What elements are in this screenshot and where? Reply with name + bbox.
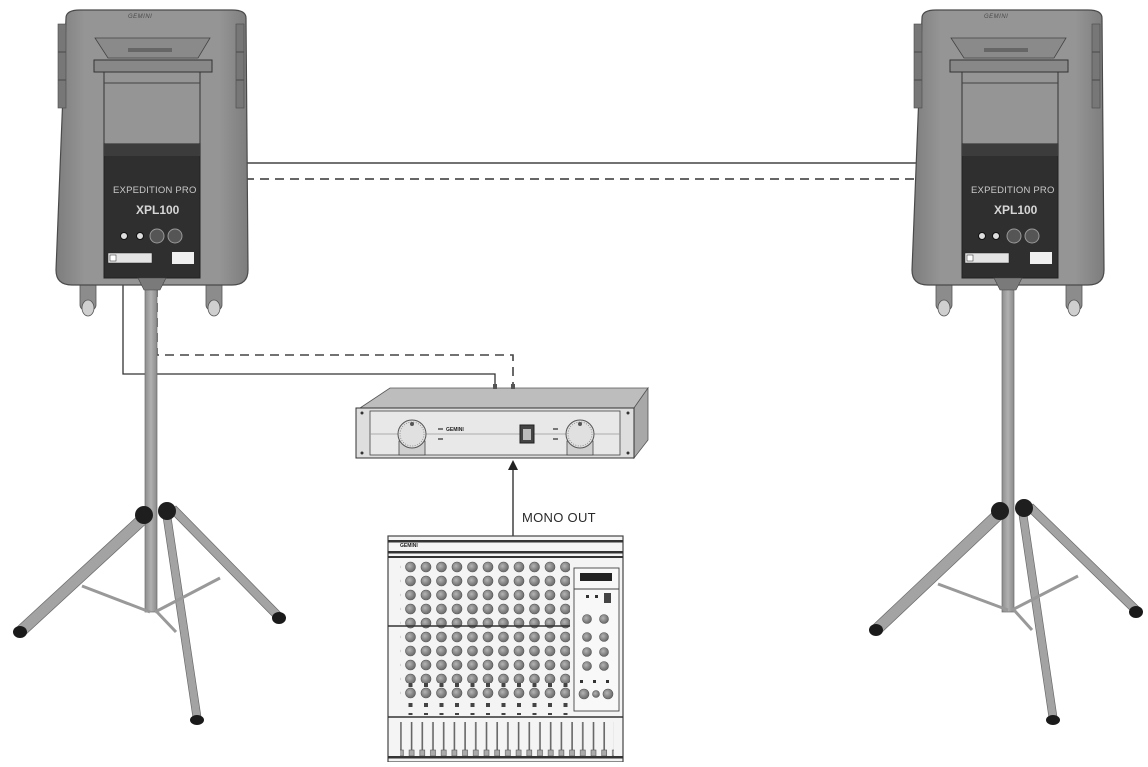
right-speaker-model: XPL100 (994, 203, 1038, 217)
power-amplifier (355, 384, 649, 460)
left-speaker-stand (13, 281, 286, 725)
left-speaker-model: XPL100 (136, 203, 180, 217)
left-speaker-brand: EXPEDITION PRO (113, 185, 197, 196)
mixer-logo: GEMINI (400, 543, 418, 549)
amplifier-logo: GEMINI (446, 427, 464, 433)
arrow-up-icon (508, 460, 518, 470)
mixer (387, 535, 624, 763)
right-speaker-stand (869, 281, 1143, 725)
right-speaker-brand: EXPEDITION PRO (971, 185, 1055, 196)
left-speaker-top-logo: GEMINI (128, 14, 153, 20)
mono-out-label: MONO OUT (522, 510, 596, 525)
left-speaker (55, 9, 249, 317)
right-speaker-top-logo: GEMINI (984, 14, 1009, 20)
cables (122, 162, 948, 536)
amp-to-speaker-solid-cable (122, 278, 496, 388)
right-speaker (911, 9, 1105, 317)
